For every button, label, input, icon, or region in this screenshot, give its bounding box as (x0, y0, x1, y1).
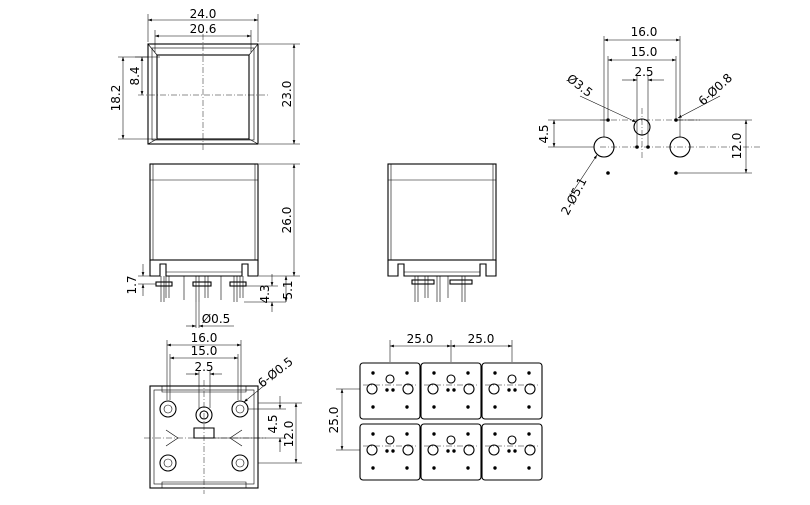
bottom-view: 16.0 15.0 2.5 6-Ø0.5 4.5 12.0 (144, 331, 302, 494)
dim-hole-span-2-5: 2.5 (634, 65, 653, 79)
hole-pattern: 16.0 15.0 2.5 6-Ø0.8 Ø3.5 2-Ø5.1 4.5 12.… (537, 25, 760, 217)
array-view: 25.0 25.0 25.0 (327, 332, 543, 481)
dim-bottom-pitch: 12.0 (282, 421, 296, 448)
side-view (387, 163, 497, 302)
dim-front-pin-4-3: 4.3 (258, 284, 272, 303)
dim-front-height: 26.0 (280, 207, 294, 234)
dim-mount-holes: 2-Ø5.1 (558, 175, 589, 217)
front-view: 26.0 1.7 4.3 5.1 Ø0.5 (125, 163, 300, 328)
dim-bottom-holes: 6-Ø0.5 (255, 354, 296, 390)
dim-bottom-offset: 4.5 (266, 414, 280, 433)
dim-top-half-height: 8.4 (128, 66, 142, 85)
dim-top-inner-height: 18.2 (109, 85, 123, 112)
dim-bottom-span-16: 16.0 (191, 331, 218, 345)
array-cell-5 (420, 423, 482, 481)
dim-hole-span-16: 16.0 (631, 25, 658, 39)
dim-hole-small: 6-Ø0.8 (696, 71, 735, 109)
dim-top-outer-height: 23.0 (280, 81, 294, 108)
dim-hole-pitch: 12.0 (730, 133, 744, 160)
dim-array-pitch-x1: 25.0 (407, 332, 434, 346)
dim-bottom-span-15: 15.0 (191, 344, 218, 358)
relay-center-hole (633, 118, 651, 136)
dim-front-pin-diameter: Ø0.5 (202, 312, 231, 326)
dim-top-width-outer: 24.0 (190, 7, 217, 21)
dim-hole-span-15: 15.0 (631, 45, 658, 59)
dim-bottom-span-2-5: 2.5 (194, 360, 213, 374)
array-cell-3 (481, 362, 543, 420)
array-cell-1 (359, 362, 421, 420)
dim-hole-offset: 4.5 (537, 124, 551, 143)
dim-front-pin-5-1: 5.1 (281, 280, 295, 299)
array-cell-2 (420, 362, 482, 420)
array-cell-6 (481, 423, 543, 481)
dim-top-width-inner: 20.6 (190, 22, 217, 36)
array-cell-4 (359, 423, 421, 481)
dim-array-pitch-y: 25.0 (327, 407, 341, 434)
dim-hole-big: Ø3.5 (564, 71, 595, 100)
top-view: 24.0 20.6 8.4 18.2 23.0 (109, 7, 300, 152)
dim-front-shoulder: 1.7 (125, 275, 139, 294)
dim-array-pitch-x2: 25.0 (468, 332, 495, 346)
